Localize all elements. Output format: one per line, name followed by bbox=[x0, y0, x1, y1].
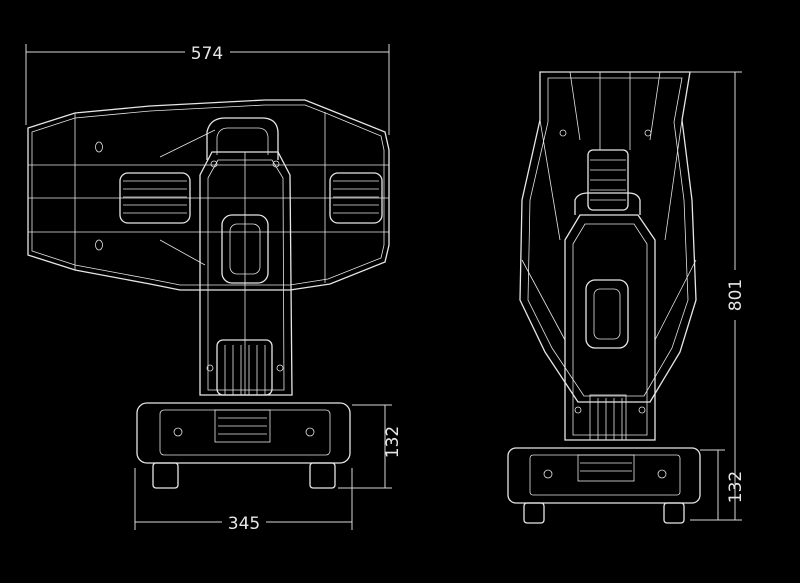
yoke-arm bbox=[199, 117, 293, 396]
dimension-label: 801 bbox=[726, 279, 746, 311]
vent-right bbox=[329, 172, 383, 224]
head-front bbox=[519, 71, 697, 403]
dimension-132-front: 132 bbox=[700, 449, 746, 520]
dimension-132-side: 132 bbox=[338, 404, 403, 489]
dimension-label: 345 bbox=[228, 514, 260, 534]
front-view: 801 132 bbox=[507, 71, 746, 524]
lamp-housing bbox=[587, 149, 629, 211]
base-front bbox=[507, 447, 701, 524]
vent-left bbox=[119, 172, 191, 224]
head-body bbox=[27, 99, 390, 291]
pan-motor bbox=[216, 339, 273, 396]
dimension-801: 801 bbox=[545, 71, 746, 521]
side-view: 574 bbox=[25, 44, 403, 534]
dimension-label: 132 bbox=[726, 471, 746, 503]
base bbox=[136, 402, 351, 489]
yoke-front bbox=[564, 192, 656, 441]
dimension-345: 345 bbox=[134, 468, 353, 534]
dimension-label: 132 bbox=[383, 426, 403, 458]
dimension-574: 574 bbox=[25, 44, 390, 135]
dimension-label: 574 bbox=[191, 44, 223, 64]
